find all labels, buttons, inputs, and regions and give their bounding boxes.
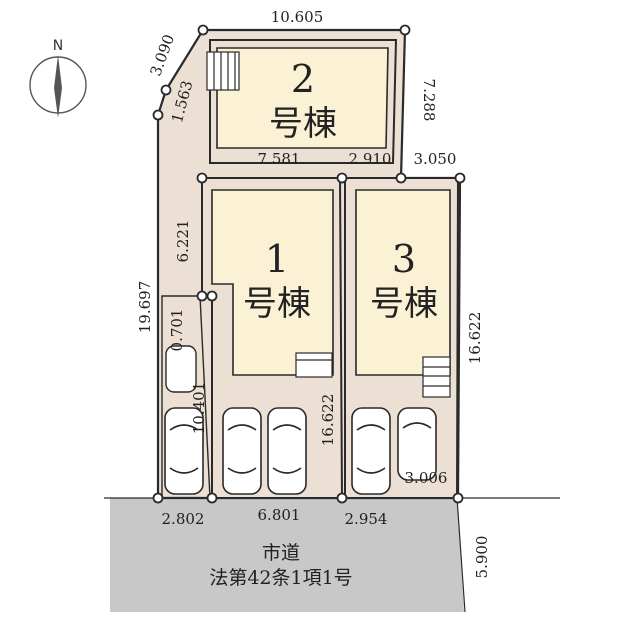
dim-mid-center: 2.910	[349, 150, 392, 168]
dim-mid-right: 3.050	[414, 150, 457, 168]
dim-mid-left: 7.581	[258, 150, 301, 168]
dim-bottom-left: 2.802	[162, 510, 205, 528]
dim-bottom-mid: 6.801	[258, 506, 301, 524]
building-1-name: 号棟	[243, 284, 311, 324]
building-2-number: 2	[291, 57, 315, 101]
car-icon	[164, 407, 204, 495]
building-3-name: 号棟	[370, 284, 438, 324]
building-1	[211, 189, 334, 376]
building-2	[216, 47, 389, 149]
car-icon	[267, 407, 307, 495]
stairs-2	[206, 51, 240, 91]
dim-right-upper: 7.288	[420, 79, 438, 122]
dim-drive-b: 10.401	[190, 382, 208, 435]
road-area	[110, 498, 464, 612]
dim-road-width: 5.900	[473, 536, 491, 579]
stairs-1	[295, 352, 333, 378]
dim-bottom-right: 2.954	[345, 510, 388, 528]
building-3	[355, 189, 451, 376]
dim-top: 10.605	[271, 8, 324, 26]
stairs-3	[422, 356, 451, 398]
car-icon	[351, 407, 391, 495]
road-name: 市道	[262, 542, 300, 564]
dim-lot1-right: 16.622	[319, 394, 337, 447]
building-3-number: 3	[392, 237, 416, 281]
dim-inner-left: 6.221	[174, 220, 192, 263]
dim-lot3-bottom-inner: 3.006	[405, 469, 448, 487]
survey-points	[152, 24, 466, 504]
dim-drive-a: 0.701	[168, 309, 186, 352]
dim-lot3-right: 16.622	[466, 312, 484, 365]
car-icon	[397, 407, 437, 481]
road-classification: 法第42条1項1号	[209, 567, 352, 589]
building-1-number: 1	[265, 237, 289, 281]
car-icon	[165, 345, 197, 393]
north-label: N	[53, 38, 63, 54]
building-2-name: 号棟	[269, 104, 337, 144]
north-arrow-icon: N	[29, 38, 87, 118]
car-icon	[222, 407, 262, 495]
dim-upper-left-diag: 3.090	[146, 32, 178, 79]
road-width-line	[456, 497, 466, 613]
dim-outer-left: 19.697	[136, 281, 154, 334]
